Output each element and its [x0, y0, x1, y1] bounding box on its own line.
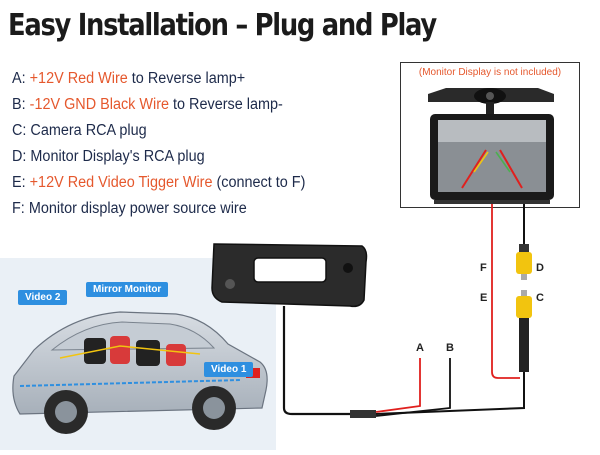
label-f: F [480, 262, 487, 274]
legend-item-d: D: Monitor Display's RCA plug [12, 148, 205, 165]
legend-item-b: B: -12V GND Black Wire to Reverse lamp- [12, 96, 283, 113]
inline-connector [350, 410, 376, 418]
label-e: E [480, 292, 488, 304]
tailgate-handle-camera [211, 243, 368, 308]
page-title: Easy Installation – Plug and Play [8, 8, 437, 43]
rca-plug-c [516, 290, 532, 372]
wire-b-black [375, 358, 451, 417]
wiring-legend: A: +12V Red Wire to Reverse lamp+ B: -12… [12, 66, 328, 222]
label-d: D [536, 262, 544, 274]
video1-tag: Video 1 [204, 362, 254, 377]
car-illustration [12, 311, 268, 434]
legend-item-e: E: +12V Red Video Tigger Wire (connect t… [12, 174, 306, 191]
label-a: A [416, 342, 424, 354]
wire-e-f-red [491, 204, 520, 379]
video2-tag: Video 2 [18, 290, 68, 305]
rca-plug-d [516, 244, 532, 280]
legend-item-c: C: Camera RCA plug [12, 122, 147, 139]
monitor-device [428, 88, 554, 204]
legend-item-f: F: Monitor display power source wire [12, 200, 247, 217]
label-c: C [536, 292, 544, 304]
monitor-not-included-note: (Monitor Display is not included) [418, 67, 562, 78]
camera-cable [282, 306, 350, 416]
legend-item-a: A: +12V Red Wire to Reverse lamp+ [12, 70, 246, 87]
video-cable [375, 372, 525, 415]
wire-a-red [375, 358, 421, 413]
mirror-monitor-tag: Mirror Monitor [86, 282, 169, 297]
label-b: B [446, 342, 454, 354]
